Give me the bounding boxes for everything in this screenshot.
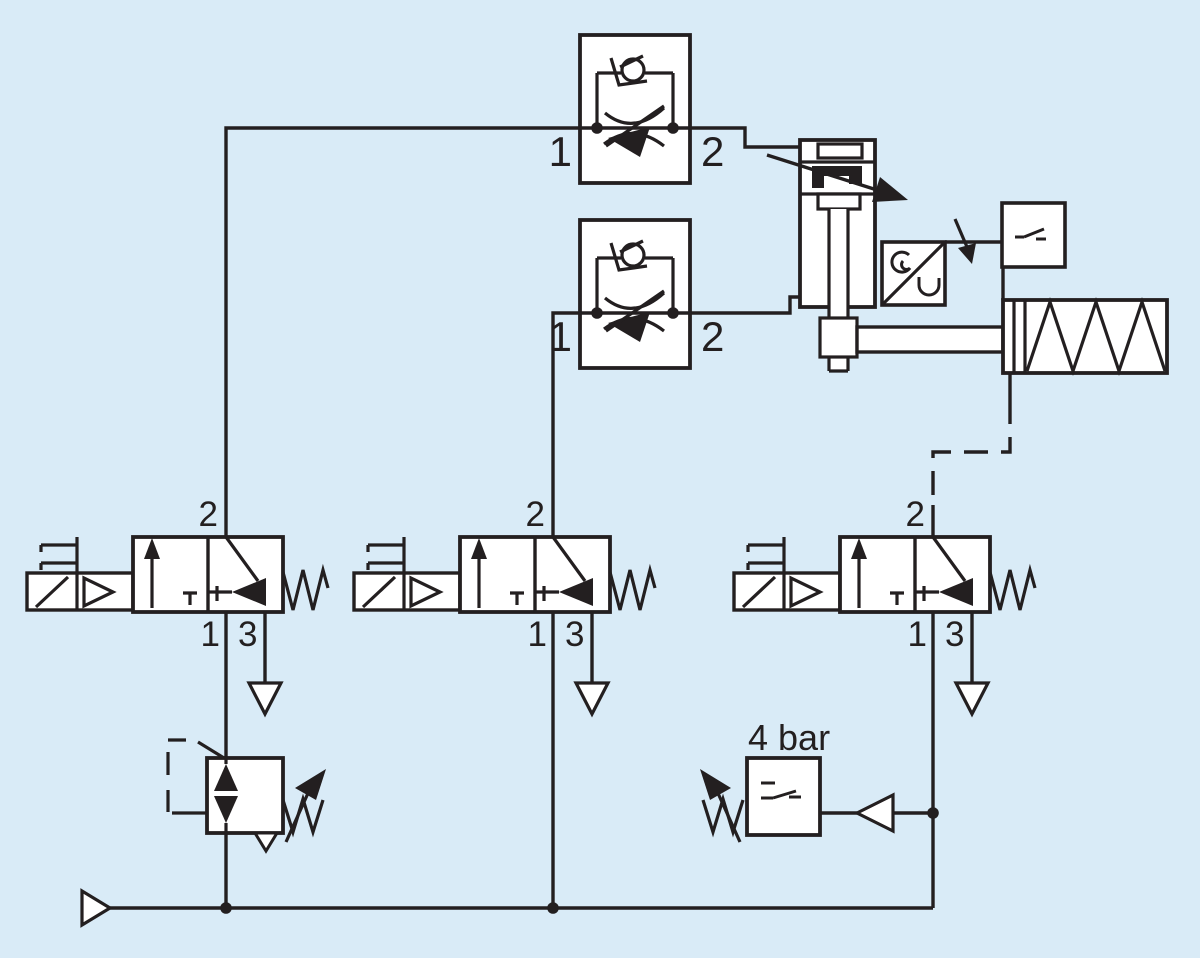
pressure-regulator (166, 738, 326, 854)
fcv-mid-port2-label: 2 (701, 313, 724, 360)
pressure-switch-body (745, 756, 822, 837)
pneumatic-input-icon (853, 792, 895, 834)
valve-right-port2-label: 2 (906, 495, 925, 534)
piston-rod (855, 325, 1005, 354)
junction-dot (547, 902, 559, 914)
valve-middle-port1-label: 1 (528, 615, 547, 654)
setting-arrow-head-icon (700, 769, 731, 800)
junction-dot (927, 807, 939, 819)
electric-switch (953, 201, 1067, 269)
spring-return-cylinder (855, 296, 1169, 377)
fcv-mid-port1-label: 1 (549, 313, 572, 360)
air-source-icon (80, 888, 114, 928)
adjusting-arrow-head-icon (295, 769, 326, 800)
electric-contact-icon (761, 781, 801, 800)
cylinder-spring-icon (1025, 296, 1167, 377)
wire-fcvmid-to-press (690, 295, 802, 315)
spiral-icon (890, 250, 912, 274)
motion-arrow-head-icon (872, 177, 908, 202)
flow-control-valve-top (578, 33, 692, 185)
pressure-setting-label: 4 bar (748, 717, 830, 758)
valve-right-port3-label: 3 (945, 615, 964, 654)
adjusting-spring-icon (281, 793, 325, 838)
actuation-arrow-head-icon (958, 243, 976, 264)
cup-icon (917, 277, 941, 297)
pressure-switch (700, 756, 895, 843)
wire-fcvtop-to-press (690, 126, 802, 149)
valve-middle-port3-label: 3 (565, 615, 584, 654)
valve-left-port1-label: 1 (201, 615, 220, 654)
press-cap (816, 142, 864, 160)
regulator-arrow-down-icon (214, 796, 238, 823)
port-labels: 1 2 1 2 2 1 3 2 1 3 2 1 3 4 bar (199, 128, 965, 758)
wire-fcvmid-to-valvemiddle (551, 311, 580, 537)
dashed-work-line (931, 400, 1012, 505)
converter-diagonal (880, 240, 947, 307)
setting-arrow-line (715, 790, 742, 843)
setting-spring-icon (701, 793, 745, 838)
relief-exhaust-icon (252, 831, 280, 854)
connection-wires (110, 126, 1012, 910)
wire-fcvtop-to-valveleft (224, 126, 580, 537)
rod-collar (818, 316, 859, 359)
valve-right-port1-label: 1 (908, 615, 927, 654)
actuation-arrow-line (953, 218, 969, 248)
piston-icon (1012, 300, 1027, 373)
pilot-dashed-line (166, 738, 225, 815)
flow-control-valve-middle (578, 218, 692, 370)
motion-arrow-line (766, 153, 878, 192)
valve-left-port2-label: 2 (199, 495, 218, 534)
switch-body (1000, 201, 1067, 269)
fcv-top-port2-label: 2 (701, 128, 724, 175)
regulator-arrow-up-icon (214, 764, 238, 791)
motion-arrow (766, 153, 908, 202)
junction-dot (220, 902, 232, 914)
switch-contact-icon (1015, 227, 1046, 241)
regulator-body (205, 756, 285, 835)
valve-left-port3-label: 3 (238, 615, 257, 654)
piston-skirt (816, 192, 862, 211)
valve-middle-port2-label: 2 (526, 495, 545, 534)
fcv-top-port1-label: 1 (549, 128, 572, 175)
press-ram-assembly (798, 138, 877, 373)
pneumatic-electric-converter (880, 240, 947, 307)
adjusting-arrow-line (284, 790, 311, 843)
